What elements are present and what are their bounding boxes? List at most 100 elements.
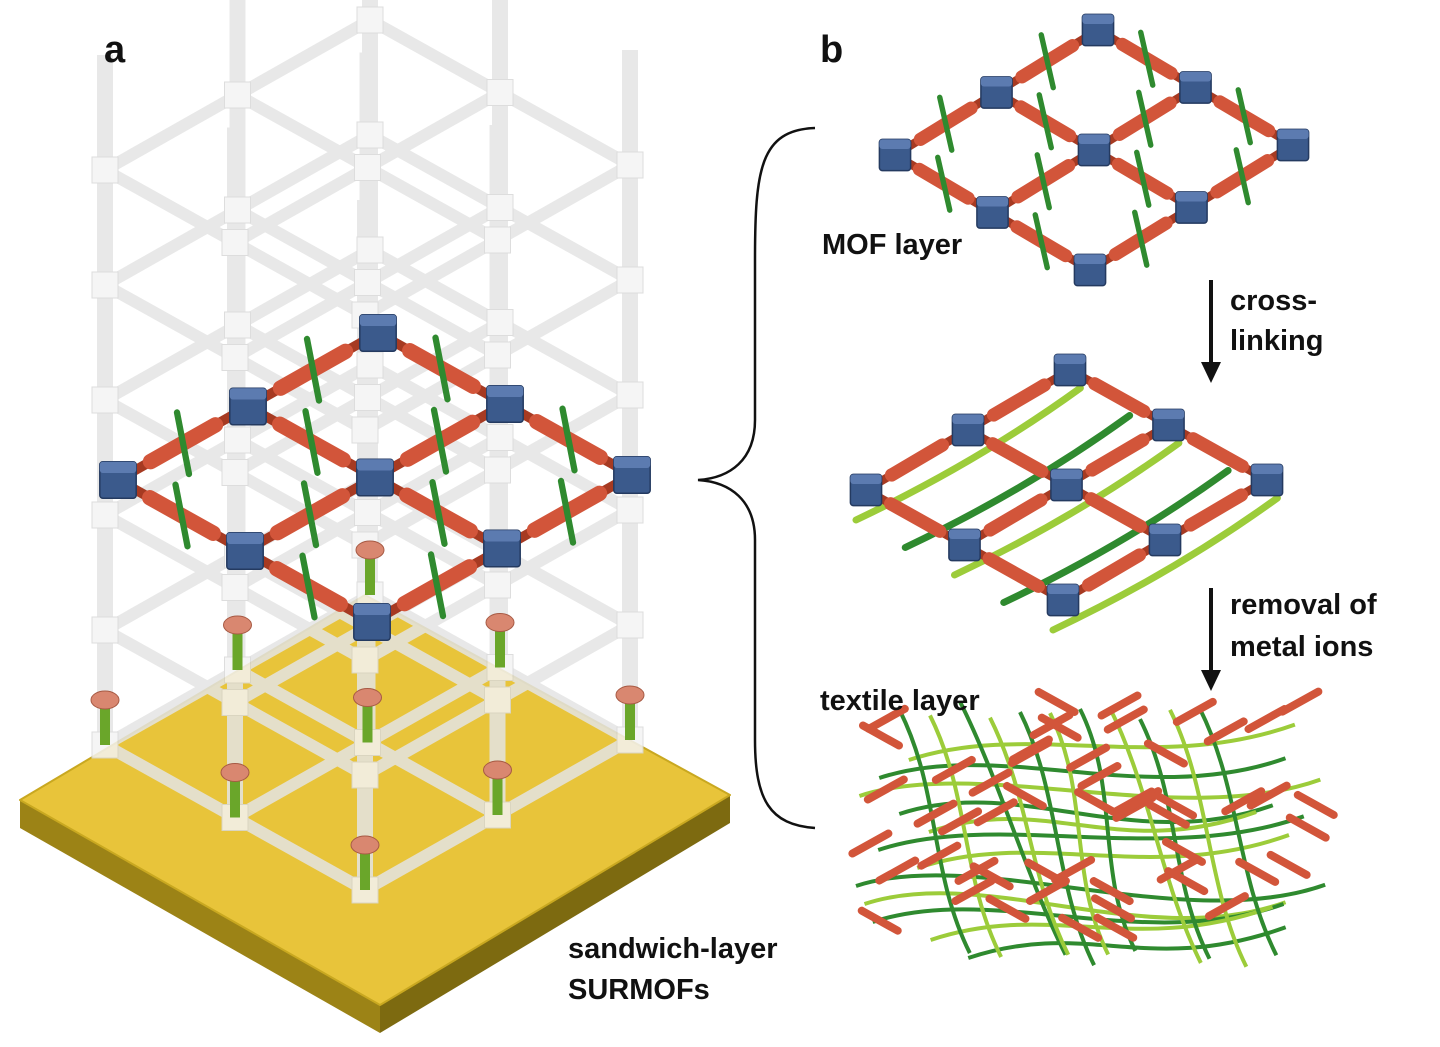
scaffold-beam (234, 89, 371, 173)
textile-linker (1293, 790, 1338, 819)
textile-linker (1089, 877, 1134, 906)
textile-linker (1037, 713, 1082, 742)
scaffold-node (486, 424, 514, 451)
textile-linker (863, 775, 908, 804)
textile-linker (1266, 850, 1311, 879)
scaffold-node (224, 311, 251, 339)
textile-linker (1118, 787, 1163, 816)
scaffold-beam (362, 694, 501, 781)
linker-cylinder (884, 438, 950, 482)
pillar-linker (1138, 29, 1156, 88)
metal-node-top (359, 314, 397, 326)
metal-node-top (1054, 354, 1086, 364)
scaffold-node (616, 151, 644, 179)
textile-linker (1164, 867, 1209, 896)
scaffold-node (484, 226, 511, 254)
scaffold-node (616, 611, 644, 639)
textile-layer-label: textile layer (820, 685, 980, 717)
scaffold-beam (232, 697, 368, 781)
scaffold-beam (232, 237, 368, 321)
scaffold-beam (232, 622, 371, 708)
cross-linking-label-1: cross- (1230, 285, 1318, 317)
scaffold-beam (497, 87, 633, 171)
scaffold-node (486, 309, 514, 336)
scaffold-node (91, 156, 119, 184)
scaffold-node (351, 761, 379, 789)
anchor-stem (495, 622, 505, 668)
anchor-stem (625, 695, 635, 740)
metal-node-top (1078, 134, 1110, 144)
scaffold-beam (102, 664, 241, 751)
scaffold-beam (364, 202, 503, 288)
scaffold-beam (232, 467, 368, 551)
textile-linker (1034, 687, 1079, 716)
textile-strand (928, 714, 1003, 958)
removal-label-1: removal of (1230, 589, 1377, 621)
metal-node-top (613, 456, 651, 468)
scaffold-node (356, 6, 384, 34)
scaffold-beam (367, 14, 503, 98)
textile-linker (848, 829, 893, 858)
metal-node-top (483, 530, 521, 542)
pillar-linker (1233, 147, 1251, 206)
scaffold-beam (362, 234, 501, 321)
metal-node-top (850, 474, 882, 484)
scaffold-beam (232, 737, 371, 823)
pillar-linker (1134, 149, 1152, 208)
mof-layer (849, 353, 1284, 634)
anchor-head (615, 685, 645, 705)
textile-linker (1143, 739, 1188, 768)
scaffold-node (354, 499, 381, 526)
scaffold-beam (494, 734, 633, 821)
textile-linker (1235, 857, 1280, 886)
textile-linker (973, 798, 1018, 827)
scaffold-node (354, 269, 381, 296)
pillar-linker (432, 334, 451, 403)
scaffold-beam (364, 162, 501, 246)
scaffold-node (91, 386, 119, 414)
scaffold-beam (102, 89, 241, 176)
metal-node-top (1149, 524, 1181, 534)
scaffold-beam (102, 549, 241, 636)
textile-strand (916, 833, 1290, 870)
anchor-head (350, 835, 380, 855)
metal-node-top (356, 459, 394, 471)
pillar-linker (1032, 212, 1050, 271)
linker-cylinder (1183, 488, 1249, 532)
textile-strand (877, 814, 1305, 852)
metal-node-top (976, 196, 1009, 207)
linker-cylinder (986, 378, 1052, 422)
metal-node-top (1251, 464, 1283, 474)
linker-cylinder (1085, 433, 1150, 477)
linker-cylinder (1081, 548, 1147, 592)
anchor-head (355, 540, 385, 560)
textile-strand (958, 700, 1068, 956)
scaffold-beam (232, 352, 368, 436)
linker-cylinder (1088, 377, 1151, 418)
linker-cylinder (983, 493, 1048, 537)
pillar-linker (430, 406, 450, 475)
textile-layer (848, 687, 1338, 968)
pillar-linker (427, 551, 447, 620)
anchor-stem (492, 770, 503, 815)
scaffold-beam (494, 619, 633, 706)
linker-cylinder (884, 497, 947, 538)
anchor-head (90, 690, 120, 710)
pillar-linker (1038, 32, 1056, 91)
scaffold-node (221, 459, 249, 486)
cross-linking-label-2: linking (1230, 325, 1324, 357)
scaffold-node (91, 271, 119, 299)
panel-label-b: b (820, 29, 844, 71)
mof-layer (99, 314, 651, 641)
textile-strand (878, 756, 1287, 780)
scaffold-beam (494, 504, 633, 591)
metal-node-top (952, 414, 984, 424)
metal-node-top (1152, 409, 1185, 419)
textile-linker (1221, 787, 1266, 816)
pillar-linker (557, 477, 577, 546)
scaffold-beam (234, 434, 371, 518)
textile-linker (1074, 788, 1119, 817)
linker-cylinder (1084, 492, 1147, 533)
linker-cylinder (986, 437, 1049, 478)
